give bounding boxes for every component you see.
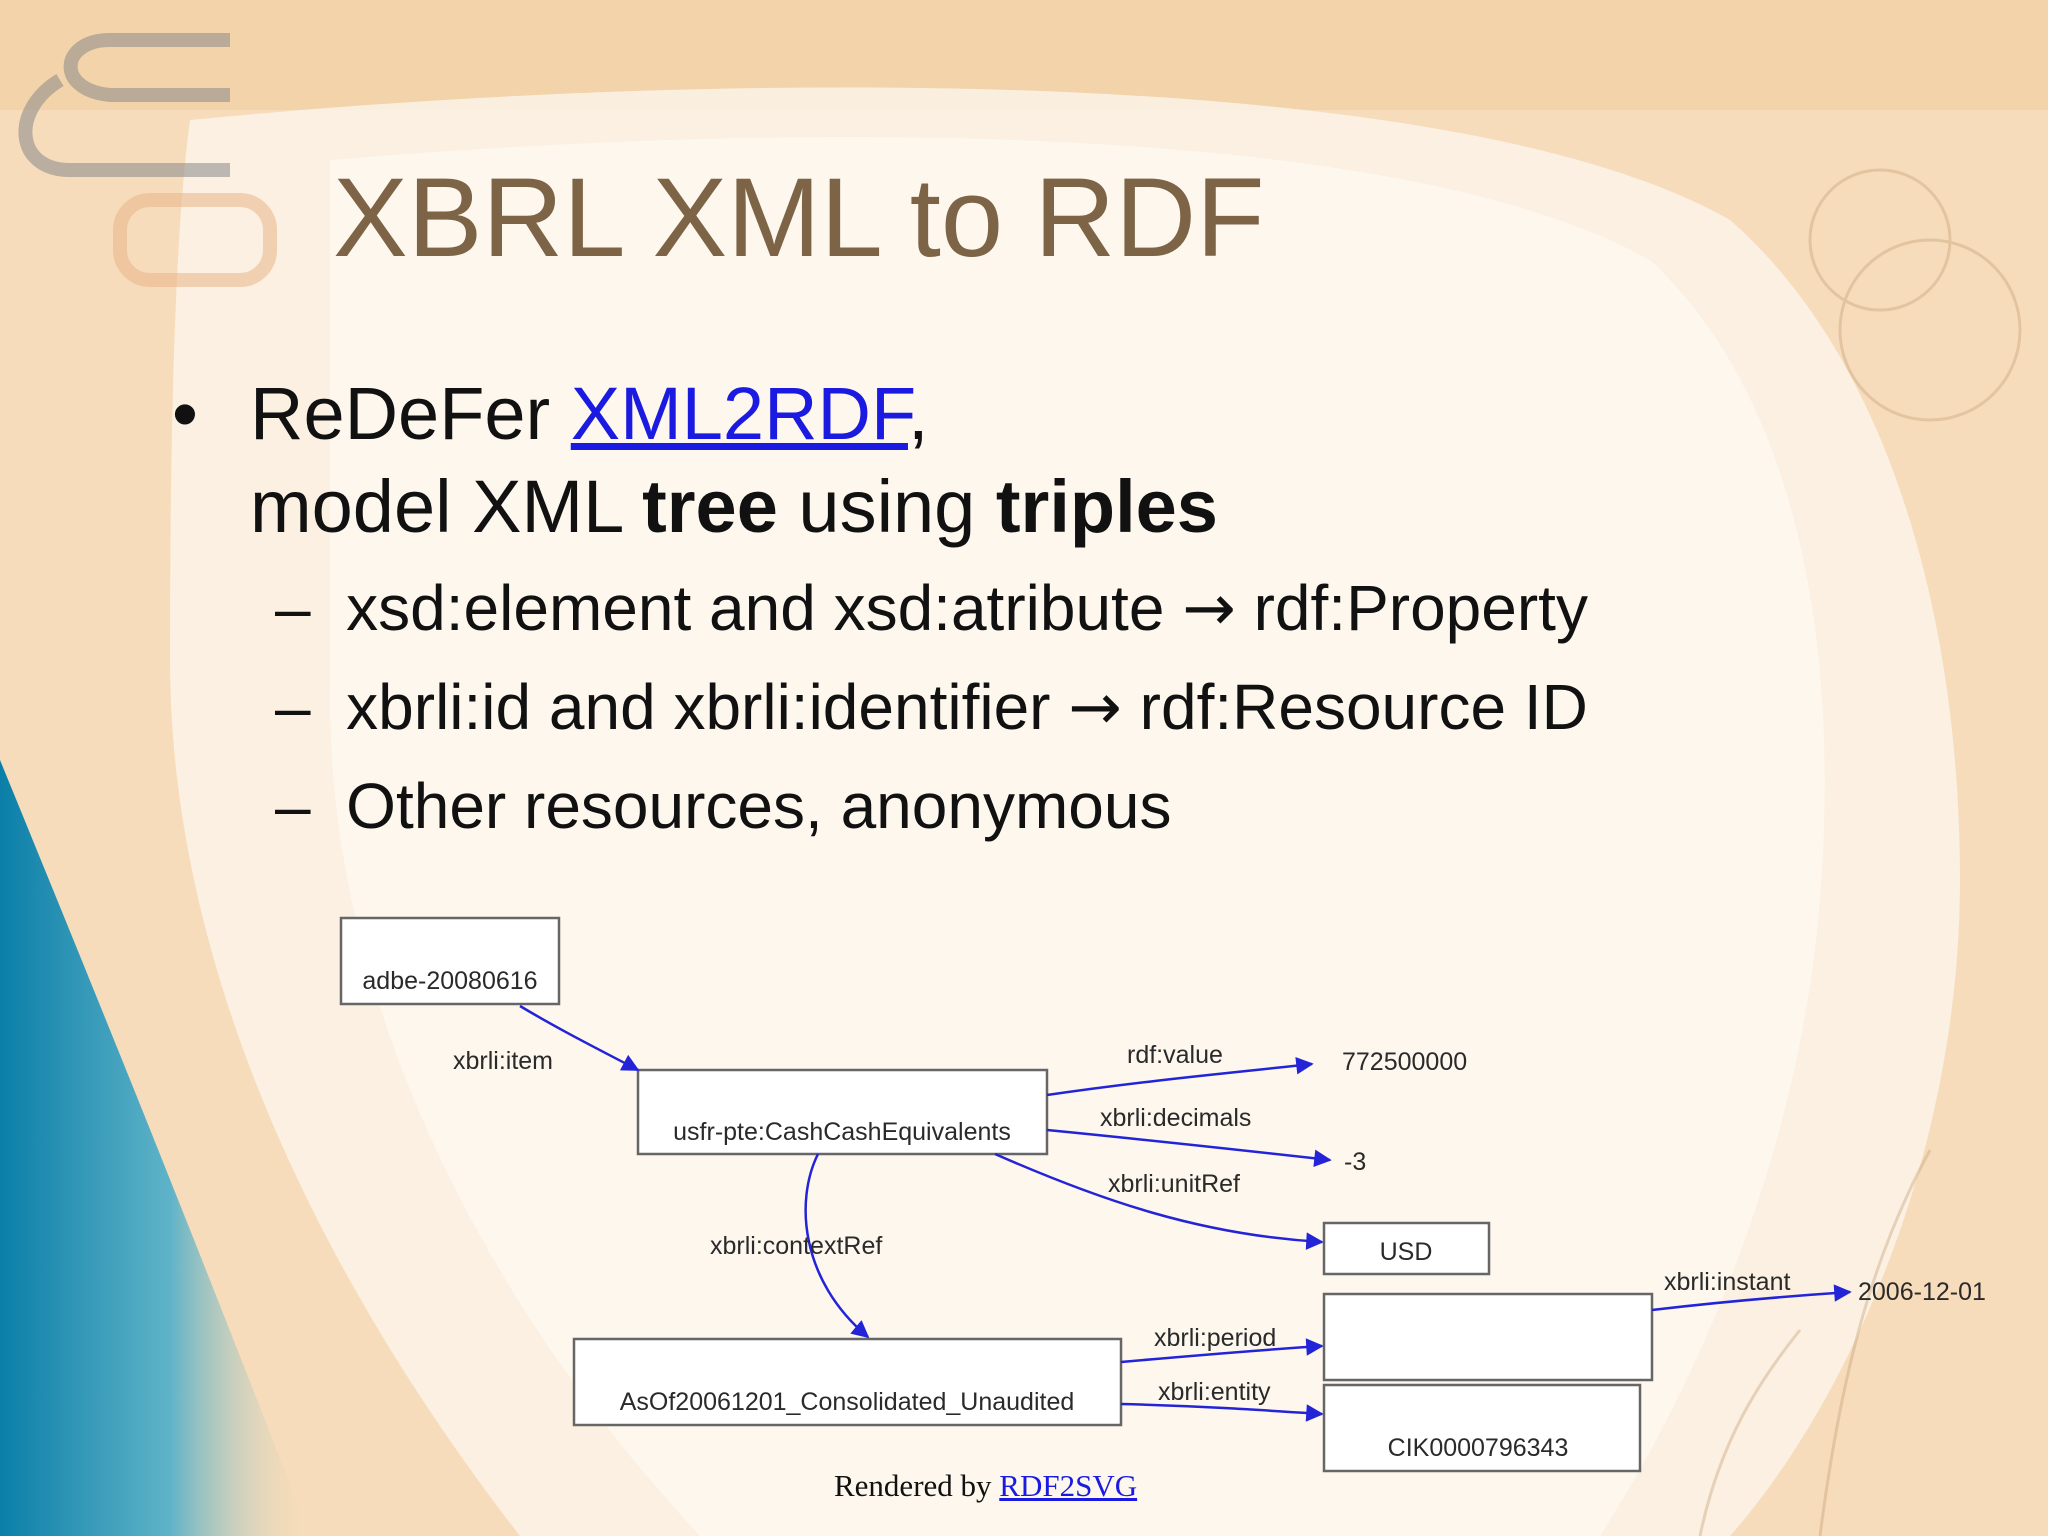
subbullet-right: rdf:Resource ID (1139, 671, 1588, 743)
edge-instant (1651, 1284, 1852, 1312)
node-date-label: 2006-12-01 (1858, 1278, 1986, 1306)
edge-value (1046, 1057, 1314, 1097)
edge-unitref (994, 1152, 1324, 1250)
bullet-line-2: model XML tree using triples (250, 470, 1218, 544)
bullet-comma: , (907, 372, 929, 455)
node-value-label: 772500000 (1342, 1048, 1467, 1076)
edge-value-label: rdf:value (1127, 1041, 1223, 1069)
edge-period (1120, 1338, 1324, 1364)
edge-instant-label: xbrli:instant (1664, 1268, 1790, 1296)
subbullet-1: – xsd:element and xsd:atribute → rdf:Pro… (275, 576, 1588, 641)
dash: – (275, 770, 311, 842)
subbullet-left: xbrli:id and xbrli:identifier (346, 671, 1051, 743)
edge-decimals-label: xbrli:decimals (1100, 1104, 1251, 1132)
dash: – (275, 671, 311, 743)
edge-entity (1120, 1402, 1324, 1422)
line2-text1: model XML (250, 465, 622, 548)
edge-decimals (1046, 1128, 1332, 1167)
edge-entity-label: xbrli:entity (1158, 1378, 1271, 1406)
edge-contextref-label: xbrli:contextRef (710, 1232, 882, 1260)
node-usd-label: USD (1380, 1238, 1433, 1266)
line2-bold-triples: triples (995, 465, 1218, 548)
node-adbe-label: adbe-20080616 (362, 967, 537, 995)
arrow-right-icon: → (1068, 671, 1122, 745)
arrow-right-icon: → (1182, 572, 1236, 646)
node-cash-label: usfr-pte:CashCashEquivalents (673, 1118, 1011, 1146)
node-cik-label: CIK0000796343 (1388, 1434, 1569, 1462)
edge-unitref-label: xbrli:unitRef (1108, 1170, 1240, 1198)
node-context-label: AsOf20061201_Consolidated_Unaudited (620, 1388, 1075, 1416)
subbullet-text: Other resources, anonymous (346, 770, 1172, 842)
edge-period-label: xbrli:period (1154, 1324, 1276, 1352)
bullet-line-1: ReDeFer XML2RDF, (250, 377, 929, 451)
node-usd: USD (1322, 1221, 1491, 1276)
node-adbe: adbe-20080616 (339, 916, 561, 1006)
edge-contextref (804, 1153, 870, 1339)
dash: – (275, 572, 311, 644)
bullet-dot: • (172, 372, 198, 455)
node-context: AsOf20061201_Consolidated_Unaudited (572, 1337, 1123, 1427)
subbullet-2: – xbrli:id and xbrli:identifier → rdf:Re… (275, 675, 1588, 740)
bullet-prefix: ReDeFer (250, 372, 551, 455)
node-decimals-label: -3 (1344, 1148, 1366, 1176)
node-cash: usfr-pte:CashCashEquivalents (636, 1068, 1049, 1156)
rdf2svg-link[interactable]: RDF2SVG (999, 1468, 1138, 1503)
subbullet-3: – Other resources, anonymous (275, 774, 1171, 838)
slide-title: XBRL XML to RDF (333, 155, 1265, 280)
rendered-by-footer: Rendered by RDF2SVG (834, 1468, 1137, 1504)
footer-prefix: Rendered by (834, 1468, 992, 1503)
edge-item (519, 1004, 640, 1072)
node-period (1322, 1292, 1654, 1382)
subbullet-right: rdf:Property (1253, 572, 1588, 644)
line2-bold-tree: tree (642, 465, 778, 548)
xml2rdf-link[interactable]: XML2RDF (570, 372, 908, 455)
line2-text2: using (798, 465, 976, 548)
node-cik: CIK0000796343 (1322, 1383, 1642, 1473)
subbullet-left: xsd:element and xsd:atribute (346, 572, 1165, 644)
logo-icon (18, 33, 277, 287)
edge-item-label: xbrli:item (453, 1047, 553, 1075)
